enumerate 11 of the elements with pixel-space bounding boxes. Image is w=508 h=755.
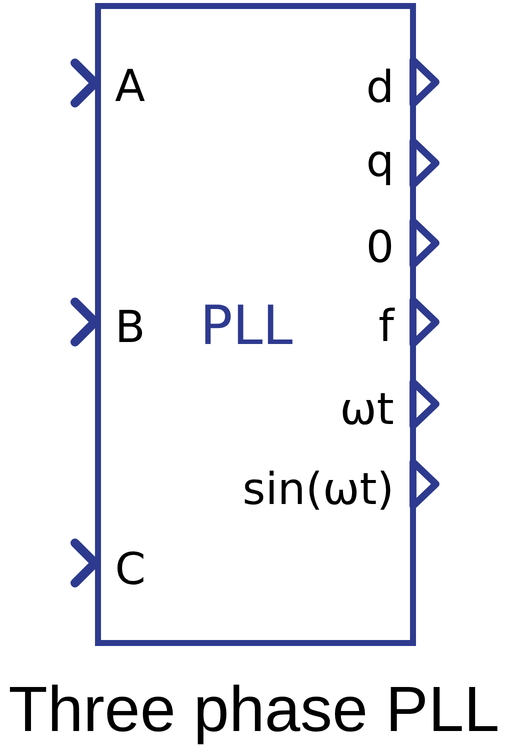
function-block: [95, 3, 416, 646]
port-label: f: [378, 305, 394, 349]
port-label: 0: [366, 226, 394, 270]
port-label: A: [115, 65, 146, 109]
port-label: d: [366, 66, 394, 110]
port-label: C: [115, 548, 146, 592]
port-label: q: [366, 140, 394, 184]
port-label: B: [115, 306, 146, 350]
port-label: sin(ωt): [242, 468, 394, 512]
block-title: PLL: [200, 299, 293, 353]
port-label: ωt: [340, 388, 394, 432]
